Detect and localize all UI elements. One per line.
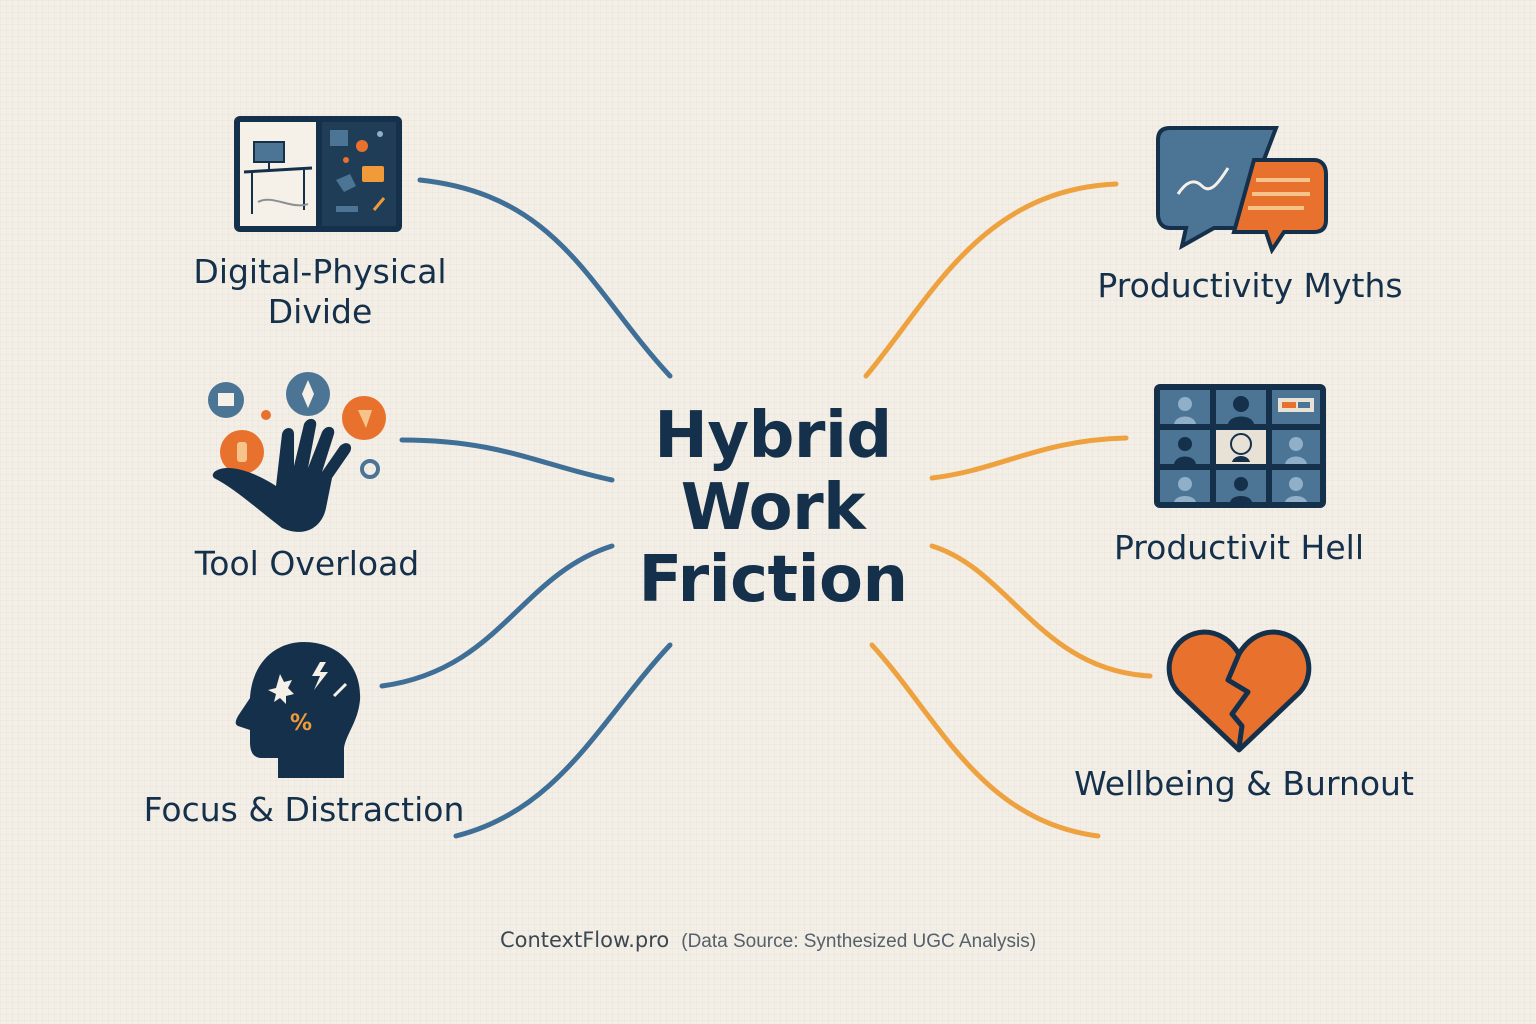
connector-tool-overload (399, 437, 615, 483)
digital-physical-label-line1: Digital-Physical (193, 252, 447, 291)
juggling-hand-icon (208, 372, 386, 532)
center-title-line1: Hybrid (654, 399, 892, 473)
video-call-grid-icon (1154, 384, 1326, 508)
broken-heart-icon (1166, 629, 1312, 753)
digital-physical-label: Digital-Physical Divide (180, 252, 460, 332)
connector-wellbeing (929, 543, 1153, 679)
speech-bubbles-icon (1156, 126, 1328, 254)
center-title-line2: Work (680, 471, 866, 545)
center-title-line3: Friction (638, 543, 908, 617)
focus-distraction-label: Focus & Distraction (143, 790, 465, 829)
split-desk-screen-icon (234, 116, 402, 232)
center-title: Hybrid Work Friction (560, 400, 986, 616)
connector-productivit-hell (929, 435, 1129, 481)
connector-extra-right (869, 642, 1101, 839)
digital-physical-label-line2: Divide (267, 292, 373, 331)
productivity-myths-label: Productivity Myths (1097, 266, 1403, 305)
connector-digital-physical (417, 177, 673, 379)
svg-text:%: % (290, 711, 312, 736)
wellbeing-burnout-label: Wellbeing & Burnout (1074, 764, 1414, 803)
connector-productivity-myths (863, 181, 1119, 379)
footer: ContextFlow.pro (Data Source: Synthesized… (0, 928, 1536, 953)
connector-focus (379, 543, 615, 689)
tool-overload-label: Tool Overload (194, 544, 420, 583)
distracted-head-icon: % (235, 642, 361, 778)
footer-brand: ContextFlow.pro (499, 928, 670, 952)
footer-source: (Data Source: Synthesized UGC Analysis) (681, 931, 1037, 952)
productivit-hell-label: Productivit Hell (1113, 528, 1365, 567)
connector-extra-left (453, 642, 673, 839)
